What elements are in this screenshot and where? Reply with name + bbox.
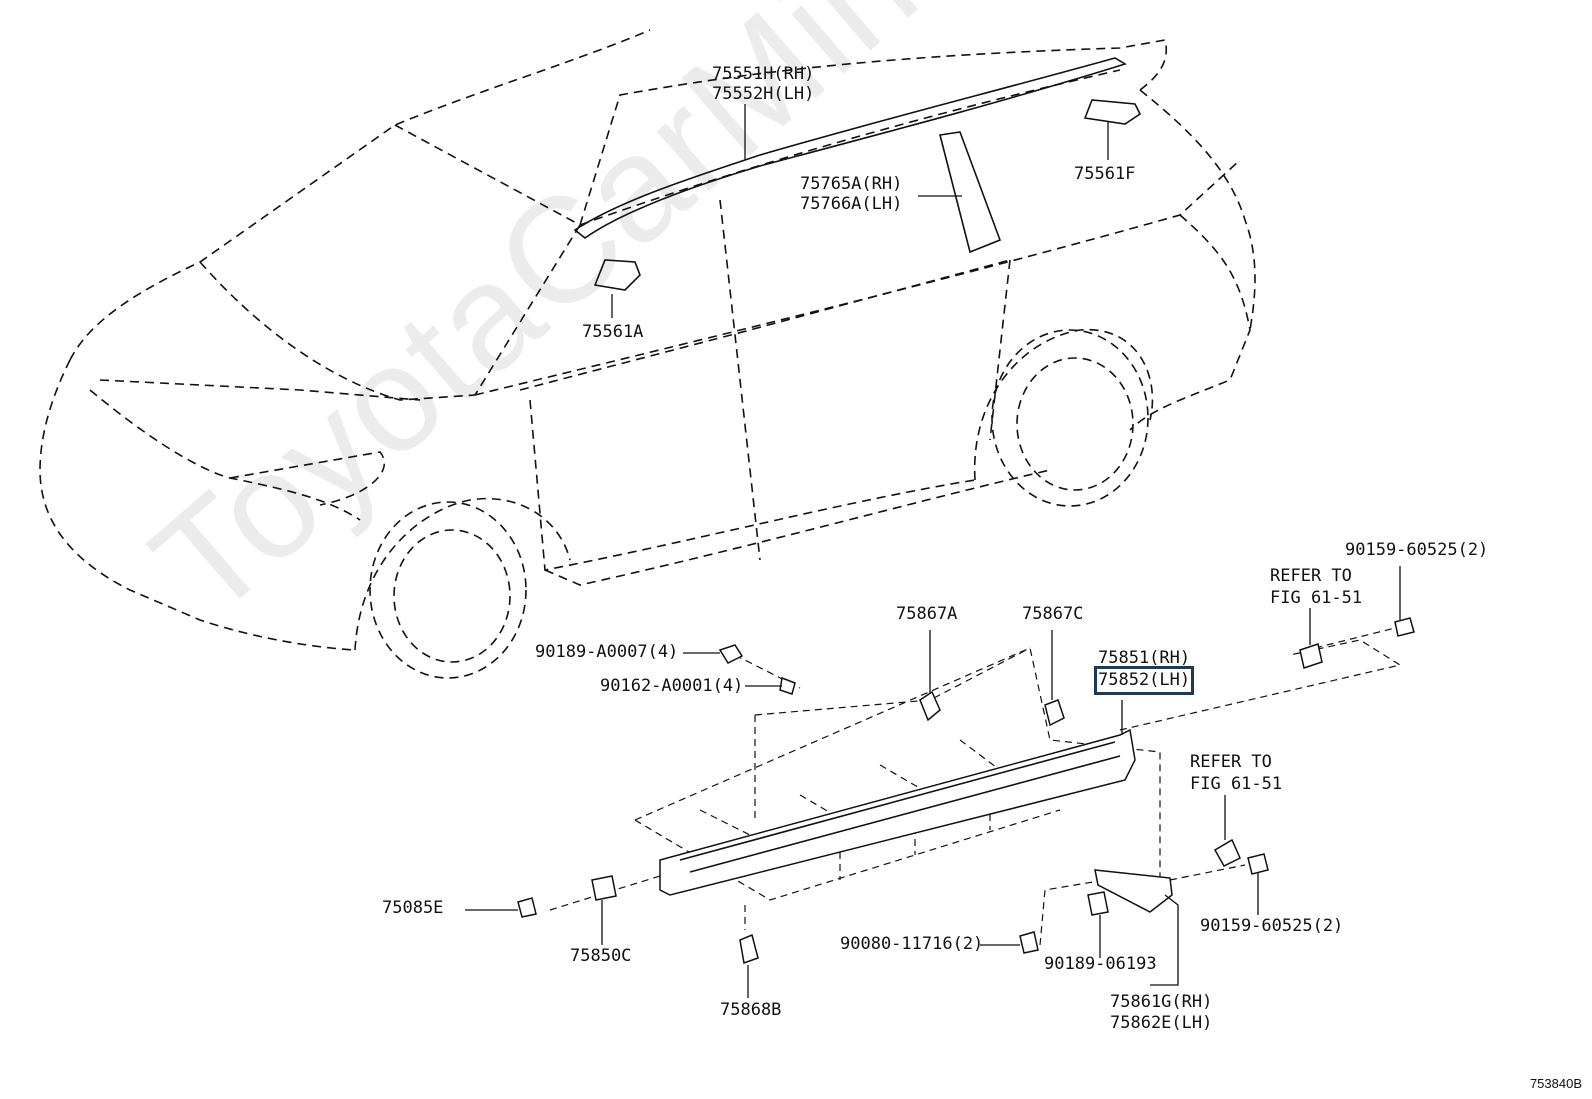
- label-75551h: 75551H(RH): [712, 64, 815, 84]
- screw-90159-bottom: [1247, 853, 1269, 875]
- bolt-90080: [1019, 931, 1039, 954]
- vehicle-outline: [39, 29, 1256, 679]
- label-75561f: 75561F: [1074, 164, 1136, 184]
- label-75867a: 75867A: [896, 604, 958, 624]
- clip-refer-bottom: [1213, 838, 1241, 867]
- label-75765a: 75765A(RH): [800, 174, 903, 194]
- label-90159-top: 90159-60525(2): [1345, 540, 1489, 560]
- label-refer-top-2: FIG 61-51: [1270, 588, 1363, 608]
- label-90189-06193: 90189-06193: [1044, 954, 1157, 974]
- label-75861g: 75861G(RH): [1110, 992, 1213, 1012]
- figure-id: 753840B: [1529, 1076, 1582, 1091]
- label-refer-bottom-2: FIG 61-51: [1190, 774, 1283, 794]
- label-75867c: 75867C: [1022, 604, 1084, 624]
- clip-75867a: [919, 690, 941, 722]
- clip-75868b: [739, 933, 759, 965]
- label-90159-bottom: 90159-60525(2): [1200, 916, 1344, 936]
- label-75850c: 75850C: [570, 946, 632, 966]
- clip-75867c: [1044, 699, 1065, 727]
- label-refer-bottom-1: REFER TO: [1190, 752, 1272, 772]
- clip-75561f: [1083, 99, 1142, 125]
- rocker-assembly: [549, 627, 1402, 946]
- label-90189-a0007: 90189-A0007(4): [535, 642, 679, 662]
- screw-90162: [779, 676, 796, 695]
- label-75552h: 75552H(LH): [712, 84, 815, 104]
- label-75851: 75851(RH): [1098, 648, 1191, 668]
- nut-90189-a0007: [718, 644, 744, 664]
- rocker-panel: [659, 728, 1136, 896]
- nut-75850c: [591, 875, 617, 901]
- label-75085e: 75085E: [382, 898, 444, 918]
- label-90080: 90080-11716(2): [840, 934, 984, 954]
- nut-90189-06193: [1087, 891, 1109, 916]
- upper-leaders: [611, 104, 1109, 318]
- label-75561a: 75561A: [582, 322, 644, 342]
- screw-75085e: [517, 897, 537, 918]
- screw-90159-top: [1394, 617, 1415, 637]
- bracket-75861g: [1094, 869, 1173, 913]
- label-75868b: 75868B: [720, 1000, 782, 1020]
- label-75766a: 75766A(LH): [800, 194, 903, 214]
- clip-75561a: [593, 259, 641, 291]
- fasteners: [517, 617, 1415, 965]
- lower-leaders: [465, 566, 1401, 998]
- roof-molding: [573, 57, 1127, 239]
- label-refer-top-1: REFER TO: [1270, 566, 1352, 586]
- label-75862e: 75862E(LH): [1110, 1013, 1213, 1033]
- pillar-garnish: [939, 131, 1002, 254]
- label-90162-a0001: 90162-A0001(4): [600, 676, 744, 696]
- clip-refer-top: [1299, 643, 1323, 669]
- label-75852-highlighted[interactable]: 75852(LH): [1093, 666, 1195, 695]
